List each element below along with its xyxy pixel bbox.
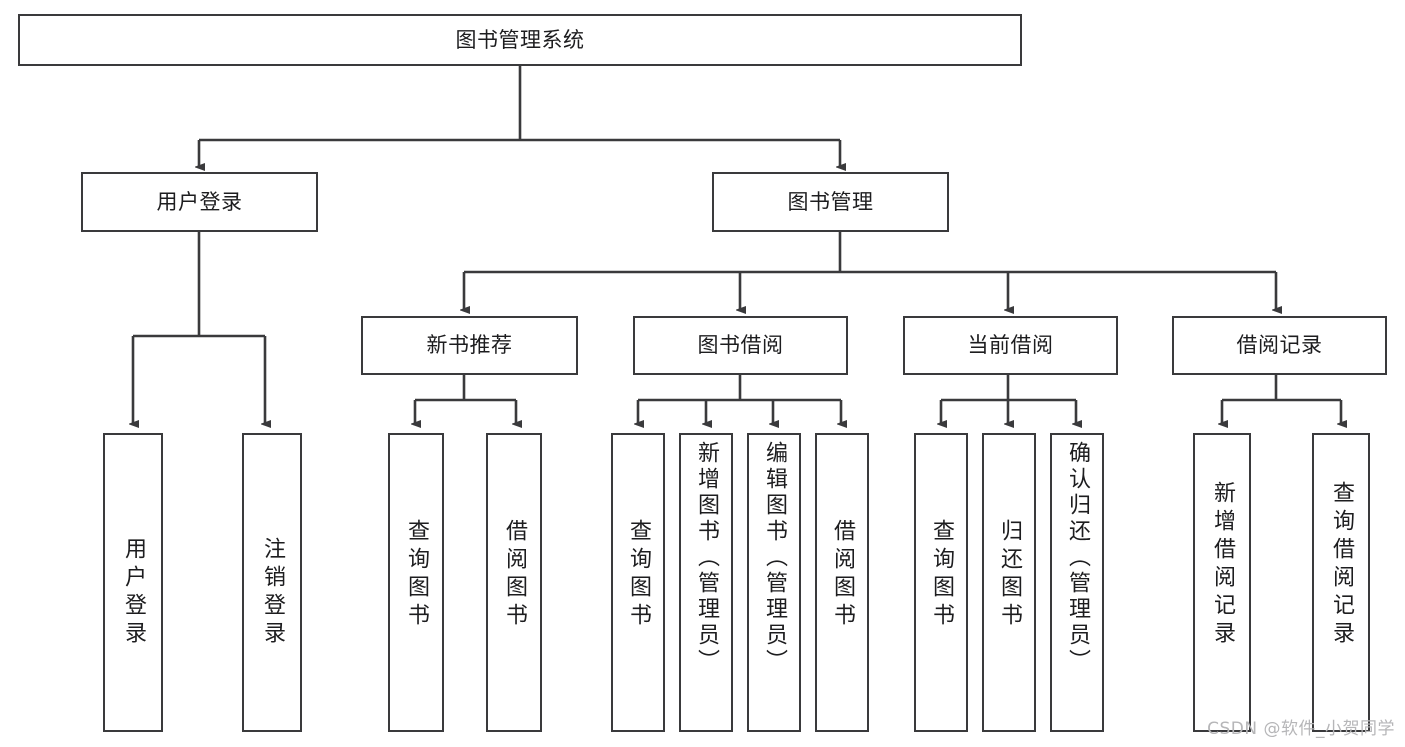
node-label: 新增借阅记录 — [1210, 481, 1235, 649]
leaf-query-book-borrow[interactable]: 查询图书 — [611, 433, 665, 732]
leaf-confirm-return-admin[interactable]: 确认归还（管理员） — [1050, 433, 1104, 732]
node-label: 归还图书 — [997, 519, 1022, 631]
node-label: 用户登录 — [156, 189, 243, 214]
node-label: 借阅图书 — [830, 519, 855, 631]
node-label: 查询图书 — [929, 519, 954, 631]
node-label: 查询借阅记录 — [1329, 481, 1354, 649]
node-label: 借阅记录 — [1236, 333, 1323, 358]
leaf-return-book[interactable]: 归还图书 — [982, 433, 1036, 732]
node-label: 用户登录 — [121, 537, 146, 649]
leaf-query-borrow-record[interactable]: 查询借阅记录 — [1312, 433, 1370, 732]
leaf-add-borrow-record[interactable]: 新增借阅记录 — [1193, 433, 1251, 732]
node-borrow-record[interactable]: 借阅记录 — [1172, 316, 1387, 375]
leaf-borrow-book-recommend[interactable]: 借阅图书 — [486, 433, 542, 732]
node-new-book-recommend[interactable]: 新书推荐 — [361, 316, 578, 375]
csdn-watermark: CSDN @软件_小贺同学 — [1207, 719, 1395, 739]
leaf-query-book-current[interactable]: 查询图书 — [914, 433, 968, 732]
node-label: 图书管理 — [787, 189, 874, 214]
node-label: 查询图书 — [404, 519, 429, 631]
node-label: 图书管理系统 — [455, 27, 585, 52]
node-label: 借阅图书 — [502, 519, 527, 631]
leaf-user-login[interactable]: 用户登录 — [103, 433, 163, 732]
node-label: 确认归还（管理员） — [1065, 441, 1090, 675]
leaf-borrow-book[interactable]: 借阅图书 — [815, 433, 869, 732]
node-label: 查询图书 — [626, 519, 651, 631]
node-book-management[interactable]: 图书管理 — [712, 172, 949, 232]
node-label: 新增图书（管理员） — [694, 441, 719, 675]
node-label: 注销登录 — [260, 537, 285, 649]
node-label: 当前借阅 — [967, 333, 1054, 358]
leaf-edit-book-admin[interactable]: 编辑图书（管理员） — [747, 433, 801, 732]
node-label: 新书推荐 — [426, 333, 513, 358]
node-root-system[interactable]: 图书管理系统 — [18, 14, 1022, 66]
leaf-logout[interactable]: 注销登录 — [242, 433, 302, 732]
node-current-borrow[interactable]: 当前借阅 — [903, 316, 1118, 375]
node-label: 图书借阅 — [697, 333, 784, 358]
leaf-query-book-recommend[interactable]: 查询图书 — [388, 433, 444, 732]
node-user-login[interactable]: 用户登录 — [81, 172, 318, 232]
leaf-add-book-admin[interactable]: 新增图书（管理员） — [679, 433, 733, 732]
node-label: 编辑图书（管理员） — [762, 441, 787, 675]
node-book-borrow[interactable]: 图书借阅 — [633, 316, 848, 375]
